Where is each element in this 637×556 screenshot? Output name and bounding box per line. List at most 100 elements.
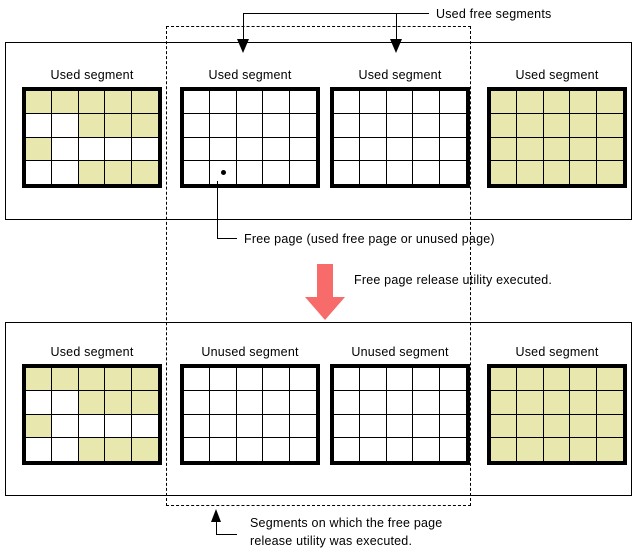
selection-region-bottom-edge	[166, 505, 471, 506]
free-page-cell	[210, 137, 237, 161]
free-page-cell	[184, 91, 211, 115]
after-segment-4: Used segment	[487, 345, 627, 465]
free-page-leader-foot	[217, 238, 237, 239]
used-page-cell	[26, 414, 53, 438]
used-page-cell	[596, 160, 623, 184]
used-page-cell	[596, 437, 623, 461]
after-state-container	[5, 322, 632, 496]
free-page-cell	[26, 114, 53, 138]
used-page-cell	[570, 391, 597, 415]
arrow-up-icon	[211, 509, 221, 522]
free-page-cell	[52, 137, 79, 161]
free-page-cell	[236, 91, 264, 115]
free-page-cell	[210, 114, 237, 138]
free-page-cell	[26, 391, 53, 415]
free-page-cell	[439, 414, 466, 438]
used-page-cell	[570, 137, 597, 161]
used-page-cell	[131, 91, 158, 115]
used-page-cell	[105, 368, 132, 392]
free-page-cell	[289, 160, 316, 184]
used-page-cell	[491, 437, 518, 461]
free-page-cell	[413, 91, 440, 115]
used-page-cell	[543, 160, 571, 184]
free-page-cell	[386, 368, 414, 392]
used-page-cell	[105, 437, 132, 461]
free-page-cell	[360, 114, 387, 138]
used-page-cell	[596, 137, 623, 161]
used-page-cell	[491, 160, 518, 184]
free-page-cell	[210, 414, 237, 438]
used-page-cell	[105, 160, 132, 184]
used-page-cell	[517, 391, 544, 415]
free-page-cell	[184, 391, 211, 415]
free-page-cell	[360, 137, 387, 161]
free-page-cell	[210, 437, 237, 461]
used-page-cell	[543, 414, 571, 438]
free-page-cell	[360, 414, 387, 438]
free-page-cell	[210, 91, 237, 115]
before-segment-2: Used segment	[180, 68, 320, 188]
free-page-cell	[360, 160, 387, 184]
free-page-cell	[289, 114, 316, 138]
page-grid	[330, 364, 470, 465]
used-page-cell	[26, 137, 53, 161]
bottom-caption: Segments on which the free page release …	[250, 514, 442, 550]
free-page-cell	[26, 437, 53, 461]
page-grid	[487, 87, 627, 188]
free-page-cell	[263, 137, 290, 161]
free-page-cell	[52, 391, 79, 415]
free-page-label: Free page (used free page or unused page…	[244, 232, 495, 246]
used-page-cell	[491, 368, 518, 392]
used-page-cell	[543, 114, 571, 138]
free-page-cell	[360, 391, 387, 415]
free-page-cell	[210, 160, 237, 184]
used-page-cell	[52, 91, 79, 115]
used-page-cell	[596, 114, 623, 138]
free-page-cell	[210, 368, 237, 392]
selection-region-top-edge	[166, 26, 471, 27]
used-free-segments-label: Used free segments	[436, 7, 552, 21]
free-page-cell	[263, 414, 290, 438]
free-page-cell	[131, 414, 158, 438]
used-page-cell	[517, 137, 544, 161]
free-page-cell	[413, 160, 440, 184]
used-page-cell	[491, 137, 518, 161]
free-page-cell	[263, 91, 290, 115]
free-page-cell	[184, 137, 211, 161]
bottom-caption-line-2: release utility was executed.	[250, 534, 413, 548]
used-page-cell	[570, 368, 597, 392]
used-page-cell	[131, 368, 158, 392]
free-page-cell	[236, 391, 264, 415]
used-page-cell	[570, 437, 597, 461]
arrow-down-icon	[237, 39, 249, 53]
segment-label: Used segment	[208, 68, 292, 82]
process-arrow-icon	[305, 264, 345, 320]
process-arrow-head	[305, 297, 345, 320]
free-page-cell	[184, 114, 211, 138]
page-grid	[22, 364, 162, 465]
free-page-cell	[413, 368, 440, 392]
free-page-cell	[236, 114, 264, 138]
used-page-cell	[517, 91, 544, 115]
bottom-caption-stem	[216, 520, 217, 534]
free-page-cell	[386, 137, 414, 161]
free-page-cell	[263, 368, 290, 392]
free-page-cell	[334, 414, 361, 438]
used-free-segments-stem-2	[396, 13, 397, 40]
used-page-cell	[517, 160, 544, 184]
release-utility-note: Free page release utility executed.	[354, 273, 553, 287]
free-page-cell	[52, 414, 79, 438]
used-page-cell	[105, 391, 132, 415]
used-page-cell	[26, 91, 53, 115]
process-arrow-shaft	[317, 264, 333, 297]
after-segment-1: Used segment	[22, 345, 162, 465]
free-page-leader-stem	[217, 181, 218, 238]
free-page-cell	[26, 160, 53, 184]
free-page-cell	[439, 91, 466, 115]
used-page-cell	[596, 91, 623, 115]
free-page-cell	[386, 114, 414, 138]
free-page-cell	[78, 414, 106, 438]
free-page-cell	[413, 414, 440, 438]
free-page-cell	[78, 137, 106, 161]
free-page-cell	[289, 368, 316, 392]
